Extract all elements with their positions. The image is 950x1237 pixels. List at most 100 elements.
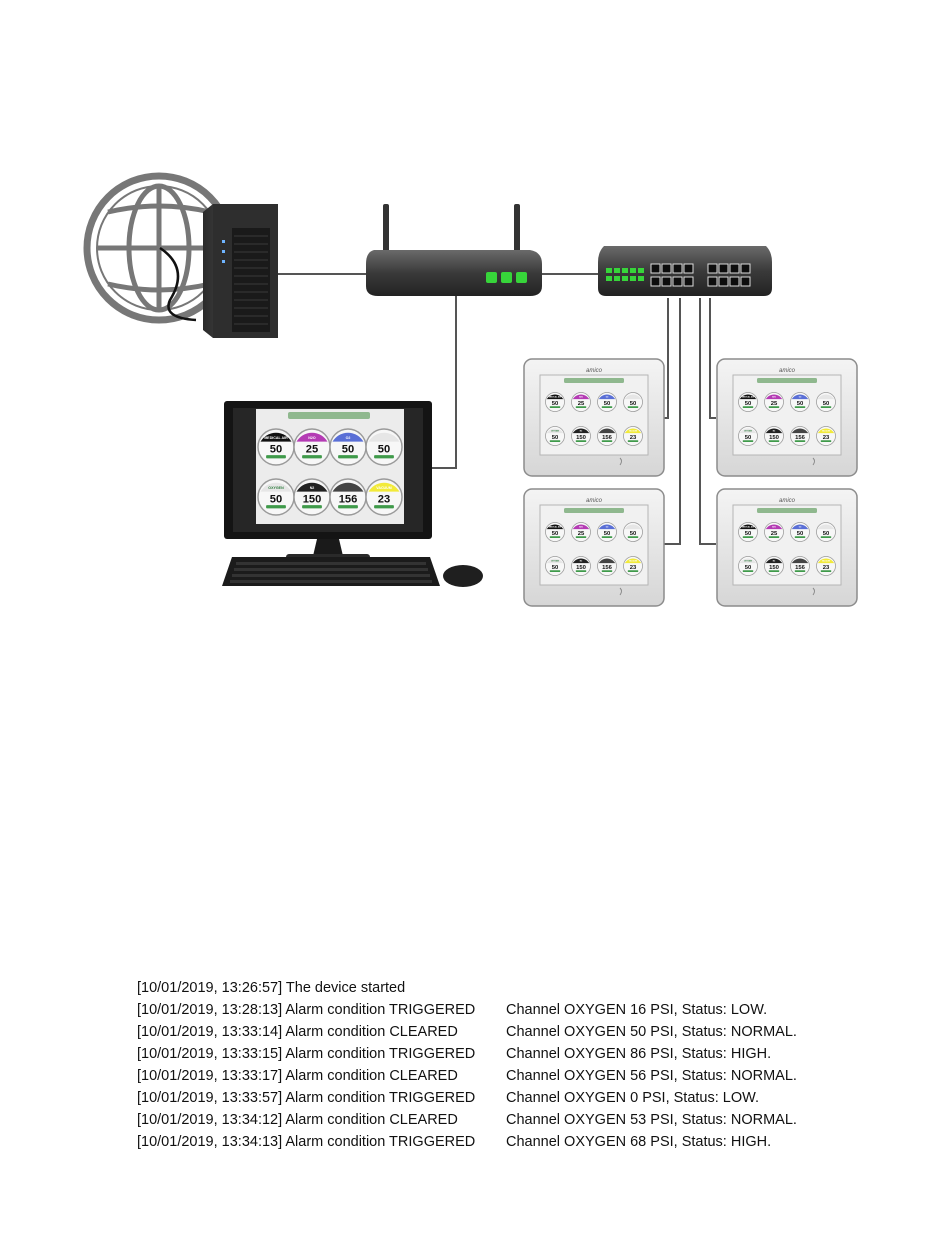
panel-gauge: 50	[816, 522, 836, 542]
panel-gauge: 50	[623, 522, 643, 542]
monitor-gauge-label: O2	[346, 436, 351, 440]
log-detail-text: Channel OXYGEN 86 PSI, Status: HIGH.	[506, 1046, 772, 1062]
panel-gauge-value: 50	[630, 401, 637, 407]
log-entry: [10/01/2019, 13:33:57] Alarm condition T…	[137, 1087, 837, 1109]
panel-gauge-value: 50	[630, 531, 637, 537]
log-event-text: [10/01/2019, 13:28:13] Alarm condition T…	[137, 1002, 476, 1018]
log-event-text: [10/01/2019, 13:33:57] Alarm condition T…	[137, 1090, 476, 1106]
router-icon	[366, 204, 542, 296]
log-event-text: [10/01/2019, 13:34:13] Alarm condition T…	[137, 1134, 476, 1150]
panel-gauge-value: 150	[769, 435, 780, 441]
panel-gauge-value: 50	[552, 401, 559, 407]
panel-gauge-label: MEDICAL AIR	[549, 396, 562, 399]
panel-gauge-value: 23	[630, 565, 637, 571]
panel-gauge: 50 O2	[597, 392, 617, 412]
panel-gauge-label: O2	[606, 527, 609, 529]
monitor-gauge-value: 25	[306, 443, 318, 455]
panel-gauge: 25 N2O	[571, 522, 591, 542]
panel-gauge-label: OXYGEN	[551, 561, 560, 563]
panel-gauge-label: VACUUM	[629, 560, 638, 563]
panel-gauge-label: MEDICAL AIR	[742, 396, 755, 399]
log-event-text: [10/01/2019, 13:26:57] The device starte…	[137, 980, 406, 996]
log-event-text: [10/01/2019, 13:34:12] Alarm condition C…	[137, 1112, 458, 1128]
panel-brand-logo: amico	[586, 368, 603, 374]
log-event-text: [10/01/2019, 13:33:17] Alarm condition C…	[137, 1068, 458, 1084]
panel-gauge-label: N2O	[772, 527, 776, 529]
monitor-gauge-value: 50	[270, 493, 282, 505]
panel-gauge-label: N2	[773, 431, 775, 433]
panel-gauge-value: 50	[552, 531, 559, 537]
panel-gauge-value: 150	[576, 435, 587, 441]
monitor-gauge-label: MEDICAL AIR	[264, 436, 288, 440]
panel-gauge-value: 25	[771, 401, 778, 407]
panel-gauge-value: 25	[578, 531, 585, 537]
panel-gauge-value: 50	[604, 401, 611, 407]
panel-gauge: 50	[816, 392, 836, 412]
monitor-gauge-label: N2O	[308, 436, 316, 440]
panel-gauge-label: N2	[580, 431, 582, 433]
panel-indicator-icon	[619, 587, 622, 596]
panel-gauge-value: 50	[797, 531, 804, 537]
event-log: [10/01/2019, 13:26:57] The device starte…	[137, 977, 837, 1153]
panel-gauge-value: 23	[630, 435, 637, 441]
panel-gauge-value: 156	[795, 435, 806, 441]
internet-globe-icon	[83, 172, 235, 324]
monitor-gauge-value: 150	[303, 493, 322, 505]
panel-gauge-label: O2	[799, 527, 802, 529]
network-cables	[278, 273, 716, 545]
panel-gauge: 23 VACUUM	[623, 556, 643, 576]
panel-gauge-label: N2O	[579, 397, 583, 399]
log-detail-text: Channel OXYGEN 16 PSI, Status: LOW.	[506, 1002, 768, 1018]
panel-gauge-value: 50	[823, 401, 830, 407]
monitor-gauge: 156	[329, 478, 367, 516]
panel-gauge-label: N2O	[772, 397, 776, 399]
panel-gauge-label: N2	[773, 561, 775, 563]
panel-gauge-label: N2O	[579, 527, 583, 529]
panel-indicator-icon	[619, 457, 622, 466]
panel-gauge-label: OXYGEN	[744, 431, 753, 433]
log-entry: [10/01/2019, 13:33:17] Alarm condition C…	[137, 1065, 837, 1087]
log-event-text: [10/01/2019, 13:33:14] Alarm condition C…	[137, 1024, 458, 1040]
panel-gauge: 50 OXYGEN	[545, 556, 565, 576]
server-tower-icon	[159, 204, 278, 338]
panel-gauge-label: VACUUM	[822, 430, 831, 433]
panel-gauge: 50 MEDICAL AIR	[545, 522, 565, 542]
panel-gauge: 50 OXYGEN	[738, 556, 758, 576]
panel-gauge-value: 50	[745, 565, 752, 571]
panel-indicator-icon	[812, 457, 815, 466]
panel-gauge-label: VACUUM	[822, 560, 831, 563]
panel-gauge: 50	[623, 392, 643, 412]
panel-gauge-value: 50	[745, 401, 752, 407]
panel-gauge-value: 50	[745, 531, 752, 537]
panel-gauge-value: 50	[552, 565, 559, 571]
panel-gauge: 50 O2	[790, 522, 810, 542]
panel-gauge-label: O2	[606, 397, 609, 399]
log-entry: [10/01/2019, 13:34:13] Alarm condition T…	[137, 1131, 837, 1153]
monitor-gauge-value: 50	[342, 443, 354, 455]
panel-gauge-value: 156	[602, 565, 613, 571]
panel-gauge-value: 23	[823, 435, 830, 441]
panel-gauge-value: 50	[745, 435, 752, 441]
monitor-gauge-label: N2	[310, 486, 315, 490]
monitor-gauge: 150 N2	[293, 478, 331, 516]
panel-gauge-label: OXYGEN	[744, 561, 753, 563]
monitor-gauge-value: 156	[339, 493, 358, 505]
panel-gauge: 23 VACUUM	[816, 426, 836, 446]
panel-gauge: 25 N2O	[764, 392, 784, 412]
network-switch-icon	[598, 246, 772, 296]
panel-gauge-label: OXYGEN	[551, 431, 560, 433]
monitor-gauge-value: 23	[378, 493, 390, 505]
panel-gauge-label: MEDICAL AIR	[549, 526, 562, 529]
panel-gauge-value: 50	[797, 401, 804, 407]
